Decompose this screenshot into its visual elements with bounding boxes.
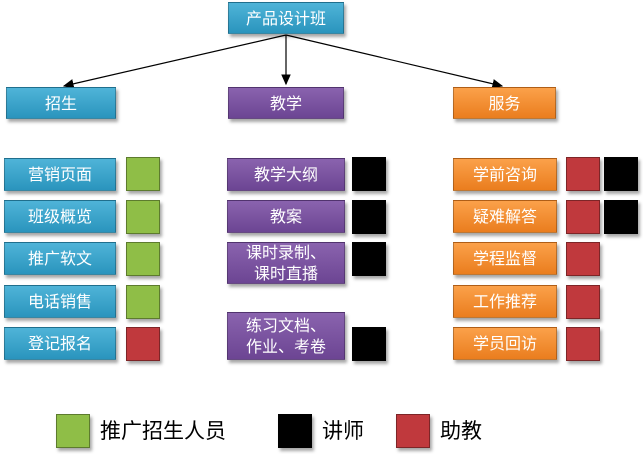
- role-marker-red: [566, 157, 600, 191]
- role-marker-red: [566, 285, 600, 319]
- role-marker-red: [566, 327, 600, 361]
- role-marker-red: [566, 200, 600, 234]
- legend-label: 讲师: [322, 419, 364, 443]
- role-marker-green: [126, 285, 160, 319]
- fuwu-item: 疑难解答: [453, 200, 557, 233]
- legend-label: 助教: [440, 419, 482, 443]
- jiaoxue-item: 教案: [227, 200, 345, 233]
- zhaosheng-item: 电话销售: [4, 285, 116, 318]
- legend-swatch-green: [56, 414, 90, 448]
- arrow-to-fuwu: [285, 34, 504, 89]
- legend-swatch-black: [278, 414, 312, 448]
- role-marker-green: [126, 157, 160, 191]
- legend-swatch-red: [396, 414, 430, 448]
- role-marker-green: [126, 242, 160, 276]
- role-marker-red: [126, 327, 160, 361]
- fuwu-item: 工作推荐: [453, 285, 557, 318]
- root-node-title: 产品设计班: [228, 2, 344, 34]
- role-marker-black: [352, 200, 386, 234]
- zhaosheng-item: 营销页面: [4, 158, 116, 191]
- role-marker-black: [352, 242, 386, 276]
- category-fuwu: 服务: [453, 87, 556, 119]
- role-marker-black: [604, 200, 638, 234]
- role-marker-black: [352, 327, 386, 361]
- role-marker-green: [126, 200, 160, 234]
- jiaoxue-item: 教学大纲: [227, 158, 345, 191]
- role-marker-black: [352, 157, 386, 191]
- jiaoxue-item: 练习文档、 作业、考卷: [227, 312, 345, 360]
- role-marker-black: [604, 157, 638, 191]
- jiaoxue-item: 课时录制、 课时直播: [227, 242, 345, 284]
- category-jiaoxue: 教学: [228, 87, 344, 119]
- fuwu-item: 学程监督: [453, 242, 557, 275]
- role-marker-red: [566, 242, 600, 276]
- zhaosheng-item: 班级概览: [4, 200, 116, 233]
- legend-label: 推广招生人员: [100, 419, 226, 443]
- category-zhaosheng: 招生: [6, 87, 116, 119]
- zhaosheng-item: 推广软文: [4, 242, 116, 275]
- zhaosheng-item: 登记报名: [4, 327, 116, 360]
- fuwu-item: 学前咨询: [453, 158, 557, 191]
- arrow-to-zhaosheng: [62, 34, 287, 89]
- fuwu-item: 学员回访: [453, 327, 557, 360]
